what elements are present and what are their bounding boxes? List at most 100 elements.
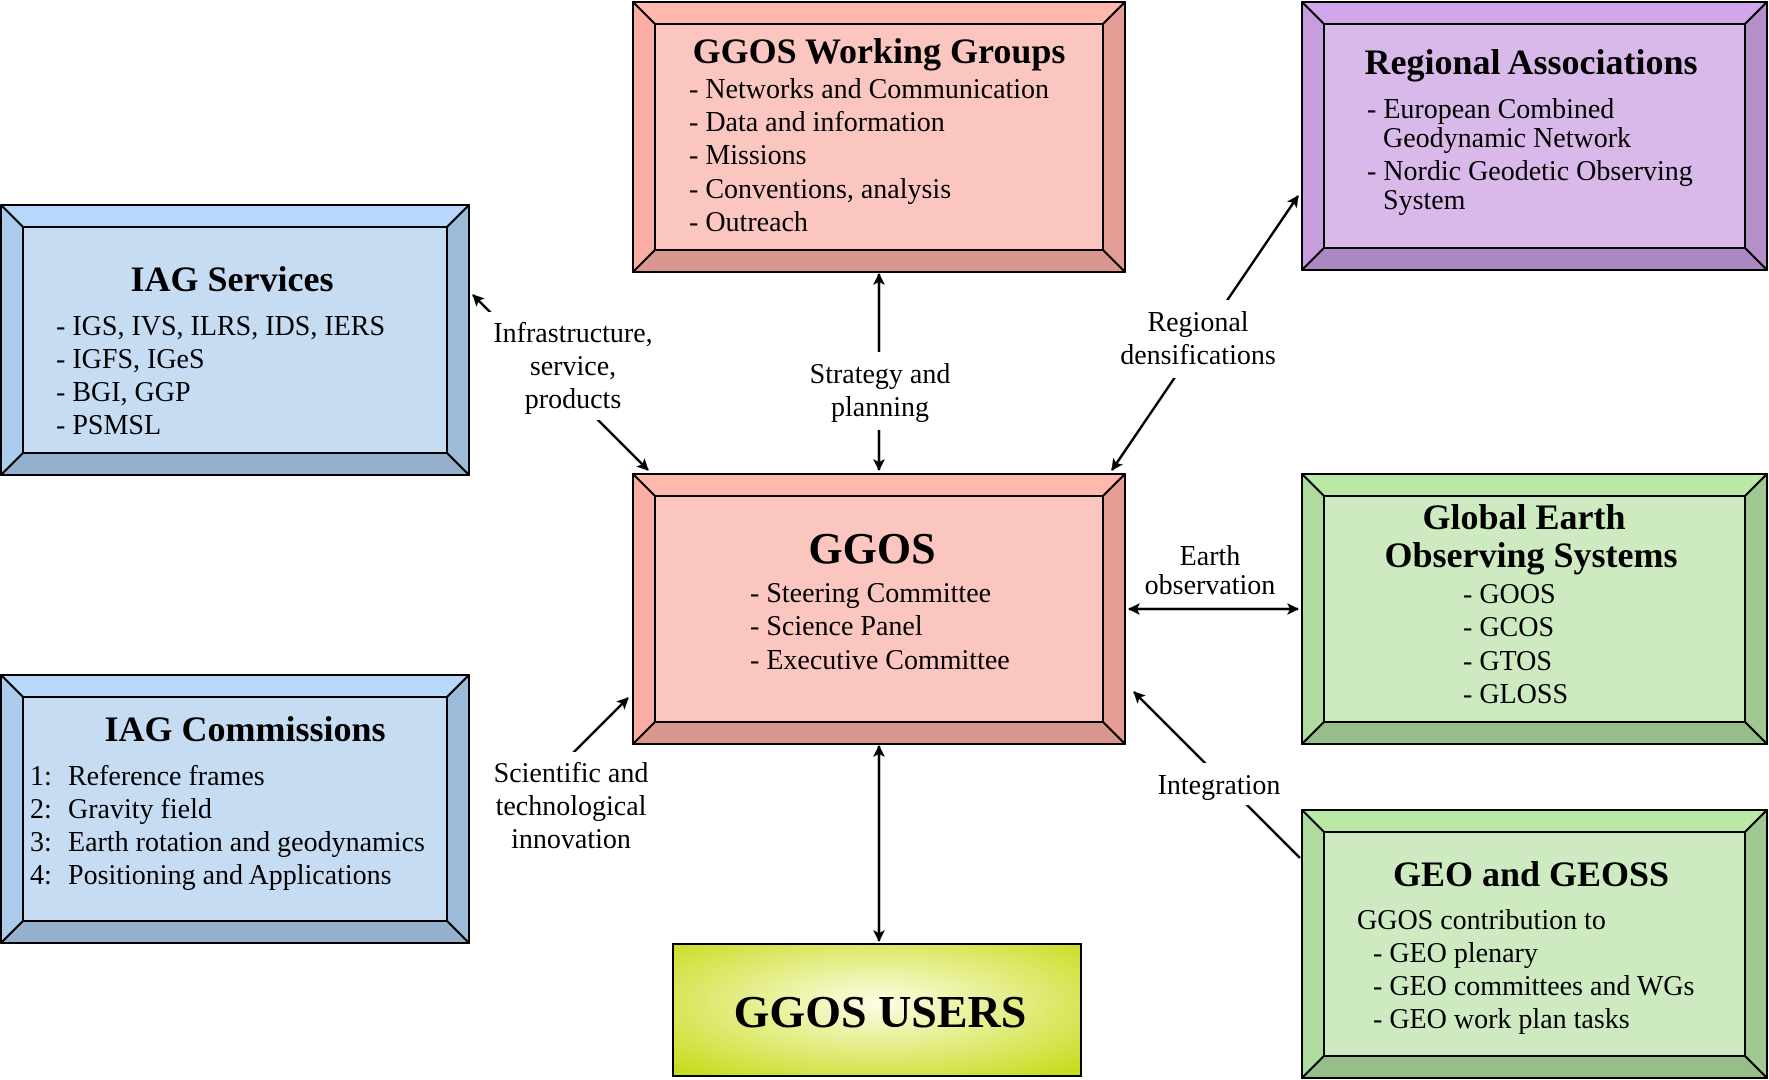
bevel-right (446, 204, 470, 476)
working-groups-item: - Missions (689, 140, 806, 171)
bevel-right (1102, 473, 1126, 745)
geo-item: - GEO plenary (1373, 938, 1538, 969)
box-global-earth-observing-systems (1301, 473, 1768, 745)
box-face (22, 226, 448, 454)
ggos-item: - Executive Committee (750, 645, 1010, 676)
global-earth-item: - GCOS (1463, 612, 1554, 643)
label-regional: densifications (1120, 340, 1276, 371)
bevel-left (632, 1, 656, 273)
commission-name: Earth rotation and geodynamics (68, 827, 425, 858)
global-earth-item: - GOOS (1463, 579, 1556, 610)
box-face (1323, 23, 1746, 249)
bevel-left (0, 674, 24, 944)
box-face (654, 495, 1104, 723)
global-earth-item: - GTOS (1463, 646, 1552, 677)
bevel-top (1301, 473, 1768, 497)
label-bg-integration (1140, 763, 1300, 805)
users-title: GGOS USERS (734, 986, 1027, 1037)
iag-services-item: - IGFS, IGeS (56, 344, 205, 375)
geo-title: GEO and GEOSS (1393, 854, 1669, 894)
label-bg-strategy (792, 352, 968, 430)
global-earth-title: Global Earth (1422, 497, 1625, 537)
bevel-right (446, 674, 470, 944)
global-earth-item: - GLOSS (1463, 679, 1568, 710)
ggos-item: - Steering Committee (750, 578, 991, 609)
working-groups-item: - Data and information (689, 107, 945, 138)
bevel-bottom (1301, 721, 1768, 745)
global-earth-title: Observing Systems (1384, 535, 1677, 575)
box-face (1323, 495, 1746, 723)
label-bg-services (472, 312, 674, 420)
label-scientific: Scientific and (494, 758, 649, 789)
bevel-left (1301, 809, 1325, 1079)
bevel-top (0, 674, 470, 698)
regional-line: - European Combined (1367, 94, 1614, 125)
box-iag-commissions (0, 674, 470, 944)
iag-services-item: - BGI, GGP (56, 377, 191, 408)
bevel-right (1744, 1, 1768, 271)
box-ggos-working-groups (632, 1, 1126, 273)
bevel-right (1744, 473, 1768, 745)
regional-line: Geodynamic Network (1383, 123, 1631, 154)
box-face (654, 23, 1104, 251)
regional-line: System (1383, 185, 1466, 216)
regional-title: Regional Associations (1364, 42, 1697, 82)
commission-number: 3: (30, 827, 52, 858)
bevel-right (1102, 1, 1126, 273)
working-groups-item: - Outreach (689, 207, 808, 238)
box-face (22, 696, 448, 922)
label-strategy: planning (831, 392, 929, 423)
label-services: Infrastructure, (493, 318, 652, 349)
bevel-left (1301, 1, 1325, 271)
working-groups-item: - Conventions, analysis (689, 174, 951, 205)
iag-services-item: - PSMSL (56, 410, 161, 441)
box-face (1323, 831, 1746, 1057)
commission-name: Reference frames (68, 761, 265, 792)
label-bg-regional (1104, 300, 1294, 378)
box-ggos (632, 473, 1126, 745)
commission-name: Gravity field (68, 794, 212, 825)
label-bg-scientific (472, 752, 668, 862)
box-geo-and-geoss (1301, 809, 1768, 1079)
bevel-top (1301, 1, 1768, 25)
commission-number: 2: (30, 794, 52, 825)
commission-number: 4: (30, 860, 52, 891)
label-regional: Regional (1147, 307, 1248, 338)
commission-name: Positioning and Applications (68, 860, 392, 891)
label-bg-earth-obs (1130, 534, 1292, 602)
bevel-bottom (0, 920, 470, 944)
bevel-bottom (1301, 1055, 1768, 1079)
commission-number: 1: (30, 761, 52, 792)
bevel-bottom (632, 249, 1126, 273)
bevel-top (632, 1, 1126, 25)
label-integration: Integration (1158, 770, 1281, 801)
box-ggos-users (672, 943, 1082, 1077)
box-iag-services (0, 204, 470, 476)
geo-item: - GEO committees and WGs (1373, 971, 1694, 1002)
iag-services-item: - IGS, IVS, ILRS, IDS, IERS (56, 311, 385, 342)
label-strategy: Strategy and (810, 359, 951, 390)
bevel-right (1744, 809, 1768, 1079)
geo-intro: GGOS contribution to (1357, 905, 1606, 936)
bevel-bottom (632, 721, 1126, 745)
box-regional-associations (1301, 1, 1768, 271)
label-services: products (525, 384, 621, 415)
working-groups-item: - Networks and Communication (689, 74, 1049, 105)
label-scientific: technological (496, 791, 647, 822)
iag-services-title: IAG Services (131, 259, 334, 299)
ggos-title: GGOS (808, 524, 935, 573)
bevel-bottom (0, 452, 470, 476)
bevel-top (0, 204, 470, 228)
bevel-left (1301, 473, 1325, 745)
regional-line: - Nordic Geodetic Observing (1367, 156, 1693, 187)
bevel-top (632, 473, 1126, 497)
bevel-bottom (1301, 247, 1768, 271)
ggos-item: - Science Panel (750, 611, 923, 642)
label-earth-observation: observation (1145, 570, 1276, 601)
geo-item: - GEO work plan tasks (1373, 1004, 1630, 1035)
bevel-top (1301, 809, 1768, 833)
label-scientific: innovation (511, 824, 631, 855)
iag-commissions-title: IAG Commissions (104, 709, 385, 749)
label-services: service, (530, 351, 616, 382)
